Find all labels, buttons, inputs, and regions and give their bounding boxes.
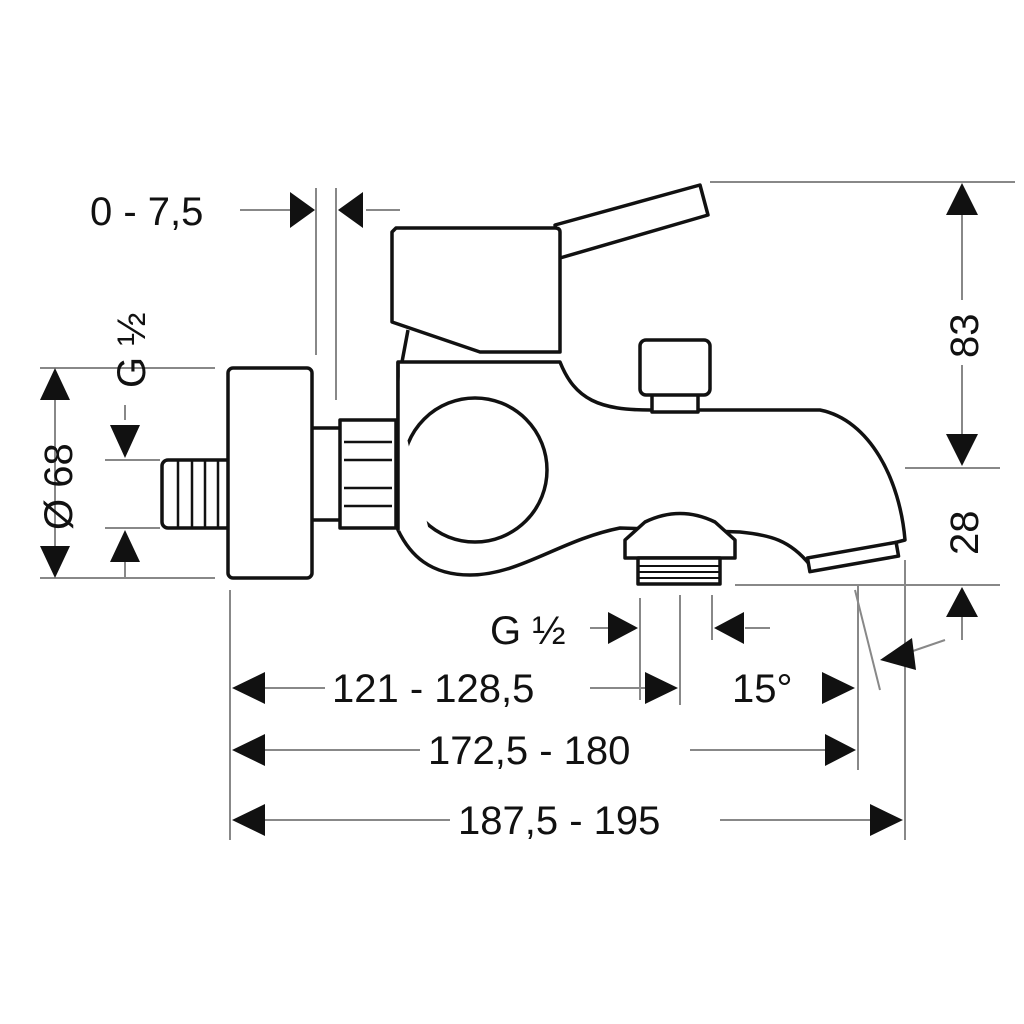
mixer-body — [396, 360, 907, 577]
label-height-top: 83 — [943, 314, 987, 359]
body-front — [398, 362, 430, 535]
label-flange-diameter: Ø 68 — [37, 443, 81, 530]
hex-nut — [338, 418, 398, 530]
lever — [553, 183, 710, 260]
inlet-thread — [160, 458, 234, 530]
label-height-spout: 28 — [943, 511, 987, 556]
label-length-spout: 172,5 - 180 — [428, 729, 630, 773]
label-length-outlet: 121 - 128,5 — [332, 667, 534, 711]
handle — [390, 183, 710, 363]
spout-tip — [805, 540, 901, 574]
handle-cap — [390, 226, 562, 354]
label-inlet-thread: G ½ — [110, 312, 154, 388]
label-wall-offset: 0 - 7,5 — [90, 190, 203, 234]
dimension-arrows — [40, 183, 978, 836]
label-spout-angle: 15° — [732, 667, 793, 711]
diverter-knob — [638, 338, 712, 414]
label-outlet-thread: G ½ — [490, 609, 566, 653]
label-length-total: 187,5 - 195 — [458, 799, 660, 843]
outlet-connector — [623, 511, 737, 586]
wall-flange — [226, 366, 314, 580]
dimension-lines — [40, 181, 1015, 840]
wall-connection — [160, 366, 398, 580]
